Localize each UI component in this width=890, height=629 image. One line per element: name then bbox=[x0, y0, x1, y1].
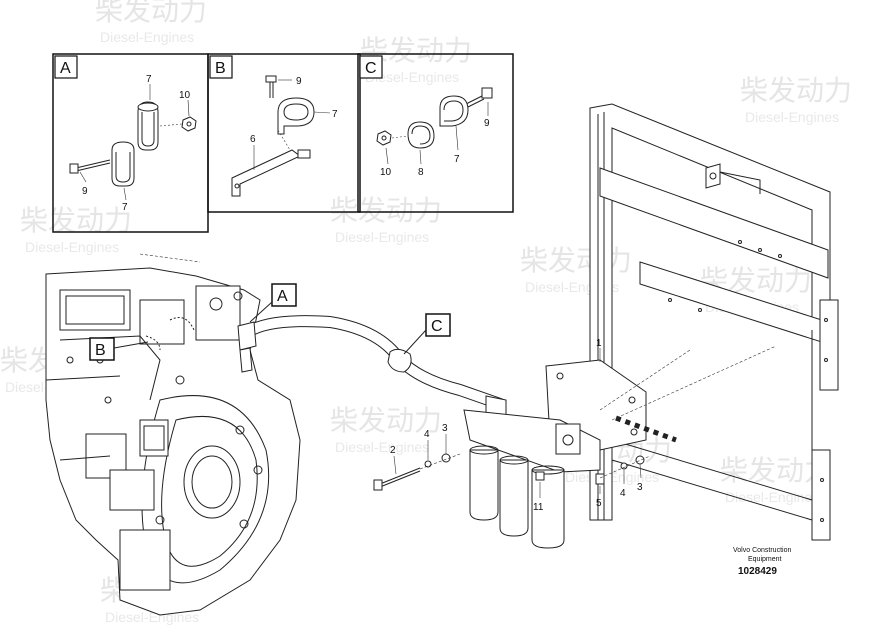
detail-box-c: C 9 7 10 8 bbox=[357, 53, 514, 213]
clamp-b bbox=[277, 97, 315, 135]
label-c-8: 8 bbox=[418, 167, 424, 178]
footer-block: Volvo Construction Equipment 1028429 bbox=[733, 547, 791, 577]
bolt-icon bbox=[481, 87, 493, 99]
detail-box-c-letter: C bbox=[365, 60, 377, 77]
washer-icon bbox=[635, 455, 645, 465]
watermark-cn: 柴发动力 bbox=[330, 194, 442, 227]
label-b-9: 9 bbox=[296, 76, 302, 87]
bolt-icon bbox=[69, 163, 79, 174]
watermark-cn: 柴发动力 bbox=[520, 244, 632, 277]
watermark-cn: 柴发动力 bbox=[95, 0, 207, 27]
watermark-en: Diesel-Engines bbox=[745, 109, 839, 125]
label-b-6: 6 bbox=[250, 134, 256, 145]
clamp-at-c bbox=[387, 348, 412, 373]
filter-canister-1 bbox=[469, 449, 499, 521]
clamp-at-a bbox=[237, 321, 257, 351]
part-label-5: 5 bbox=[596, 498, 602, 509]
part-label-2: 2 bbox=[390, 445, 396, 456]
nut-icon bbox=[181, 116, 197, 132]
watermark-en: Diesel-Engines bbox=[365, 69, 459, 85]
watermark-cn: 柴发动力 bbox=[740, 74, 852, 107]
bolt-icon bbox=[595, 473, 605, 485]
bolt-icon bbox=[265, 75, 277, 83]
company-line-1: Volvo Construction bbox=[733, 547, 791, 554]
watermark-en: Diesel-Engines bbox=[100, 29, 194, 45]
detail-box-b-tag bbox=[209, 55, 233, 79]
watermark-en: Diesel-Engines bbox=[335, 439, 429, 455]
bolt-icon bbox=[373, 479, 383, 491]
callout-a[interactable]: A bbox=[249, 283, 297, 323]
watermark-en: Diesel-Engines bbox=[725, 489, 819, 505]
callout-b-letter: B bbox=[95, 342, 106, 359]
machine-frame bbox=[589, 103, 839, 541]
watermark-en: Diesel-Engines bbox=[335, 229, 429, 245]
washer-icon bbox=[424, 460, 432, 468]
callout-c[interactable]: C bbox=[403, 313, 451, 355]
detail-box-b-frame bbox=[207, 53, 361, 213]
detail-box-c-frame bbox=[357, 53, 514, 213]
callout-a-letter: A bbox=[277, 288, 288, 305]
filter-canister-2 bbox=[499, 459, 529, 537]
part-labels: 1 2 4 3 11 5 4 3 bbox=[390, 338, 643, 513]
label-c-10: 10 bbox=[380, 167, 392, 178]
engine-block bbox=[45, 253, 301, 616]
detail-box-a-tag bbox=[54, 55, 78, 79]
washer-icon bbox=[620, 462, 628, 470]
clamp-upper bbox=[137, 101, 159, 151]
label-b-7: 7 bbox=[332, 109, 338, 120]
detail-box-c-tag bbox=[359, 55, 383, 79]
company-line-2: Equipment bbox=[748, 556, 782, 563]
part-label-4b: 4 bbox=[620, 488, 626, 499]
fasteners bbox=[373, 453, 651, 491]
filter-assembly bbox=[463, 345, 777, 549]
part-label-1: 1 bbox=[596, 338, 602, 349]
detail-box-a-letter: A bbox=[60, 60, 71, 77]
watermark-cn: 柴发动力 bbox=[330, 404, 442, 437]
fuel-hose bbox=[237, 315, 507, 421]
part-label-3a: 3 bbox=[442, 423, 448, 434]
part-label-4a: 4 bbox=[424, 429, 430, 440]
label-c-7: 7 bbox=[454, 154, 460, 165]
part-label-11: 11 bbox=[533, 502, 544, 513]
label-a-7-top: 7 bbox=[146, 74, 152, 85]
detail-box-b-letter: B bbox=[215, 60, 226, 77]
label-a-9: 9 bbox=[82, 186, 88, 197]
detail-box-a: A 7 10 9 7 bbox=[52, 53, 209, 233]
watermark-en: Diesel-Engines bbox=[25, 239, 119, 255]
nut-icon bbox=[535, 471, 545, 481]
callout-b[interactable]: B bbox=[89, 337, 149, 361]
callout-c-letter: C bbox=[431, 318, 443, 335]
label-a-10: 10 bbox=[179, 90, 191, 101]
reference-number: 1028429 bbox=[738, 566, 777, 577]
clamp-lower bbox=[111, 141, 135, 187]
label-c-9: 9 bbox=[484, 118, 490, 129]
part-label-3b: 3 bbox=[637, 482, 643, 493]
bolt-icon bbox=[297, 149, 311, 159]
nut-icon bbox=[376, 130, 392, 146]
bracket-6 bbox=[231, 149, 301, 197]
detail-box-b: B 9 7 6 bbox=[207, 53, 361, 213]
label-a-7-bottom: 7 bbox=[122, 202, 128, 213]
